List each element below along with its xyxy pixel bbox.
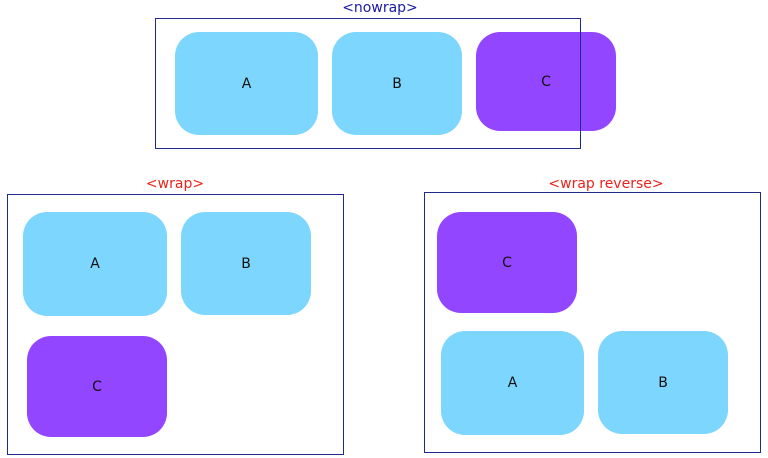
- wrap-box-c: C: [27, 336, 167, 437]
- wrap-reverse-container: [424, 192, 761, 453]
- wrap-reverse-box-b-label: B: [658, 374, 668, 391]
- wrap-box-a-label: A: [90, 256, 100, 272]
- nowrap-container: [155, 18, 581, 149]
- wrap-reverse-box-c-label: C: [502, 254, 512, 271]
- wrap-reverse-box-a-label: A: [507, 375, 518, 391]
- nowrap-box-a: A: [175, 32, 318, 135]
- wrap-container: [7, 194, 344, 455]
- nowrap-box-a-label: A: [241, 75, 252, 92]
- wrap-reverse-box-c: C: [437, 212, 577, 313]
- nowrap-box-b-label: B: [392, 75, 402, 92]
- wrap-reverse-box-a: A: [441, 331, 584, 435]
- wrap-box-b-label: B: [241, 255, 251, 272]
- nowrap-caption: <nowrap>: [342, 0, 418, 16]
- wrap-reverse-caption: <wrap reverse>: [548, 176, 664, 192]
- nowrap-box-c: C: [476, 32, 616, 131]
- wrap-box-c-label: C: [92, 378, 102, 395]
- nowrap-box-c-label: C: [541, 73, 551, 90]
- nowrap-box-b: B: [332, 32, 462, 135]
- wrap-caption: <wrap>: [145, 176, 205, 192]
- wrap-reverse-box-b: B: [598, 331, 728, 434]
- wrap-box-b: B: [181, 212, 311, 315]
- wrap-box-a: A: [23, 212, 167, 316]
